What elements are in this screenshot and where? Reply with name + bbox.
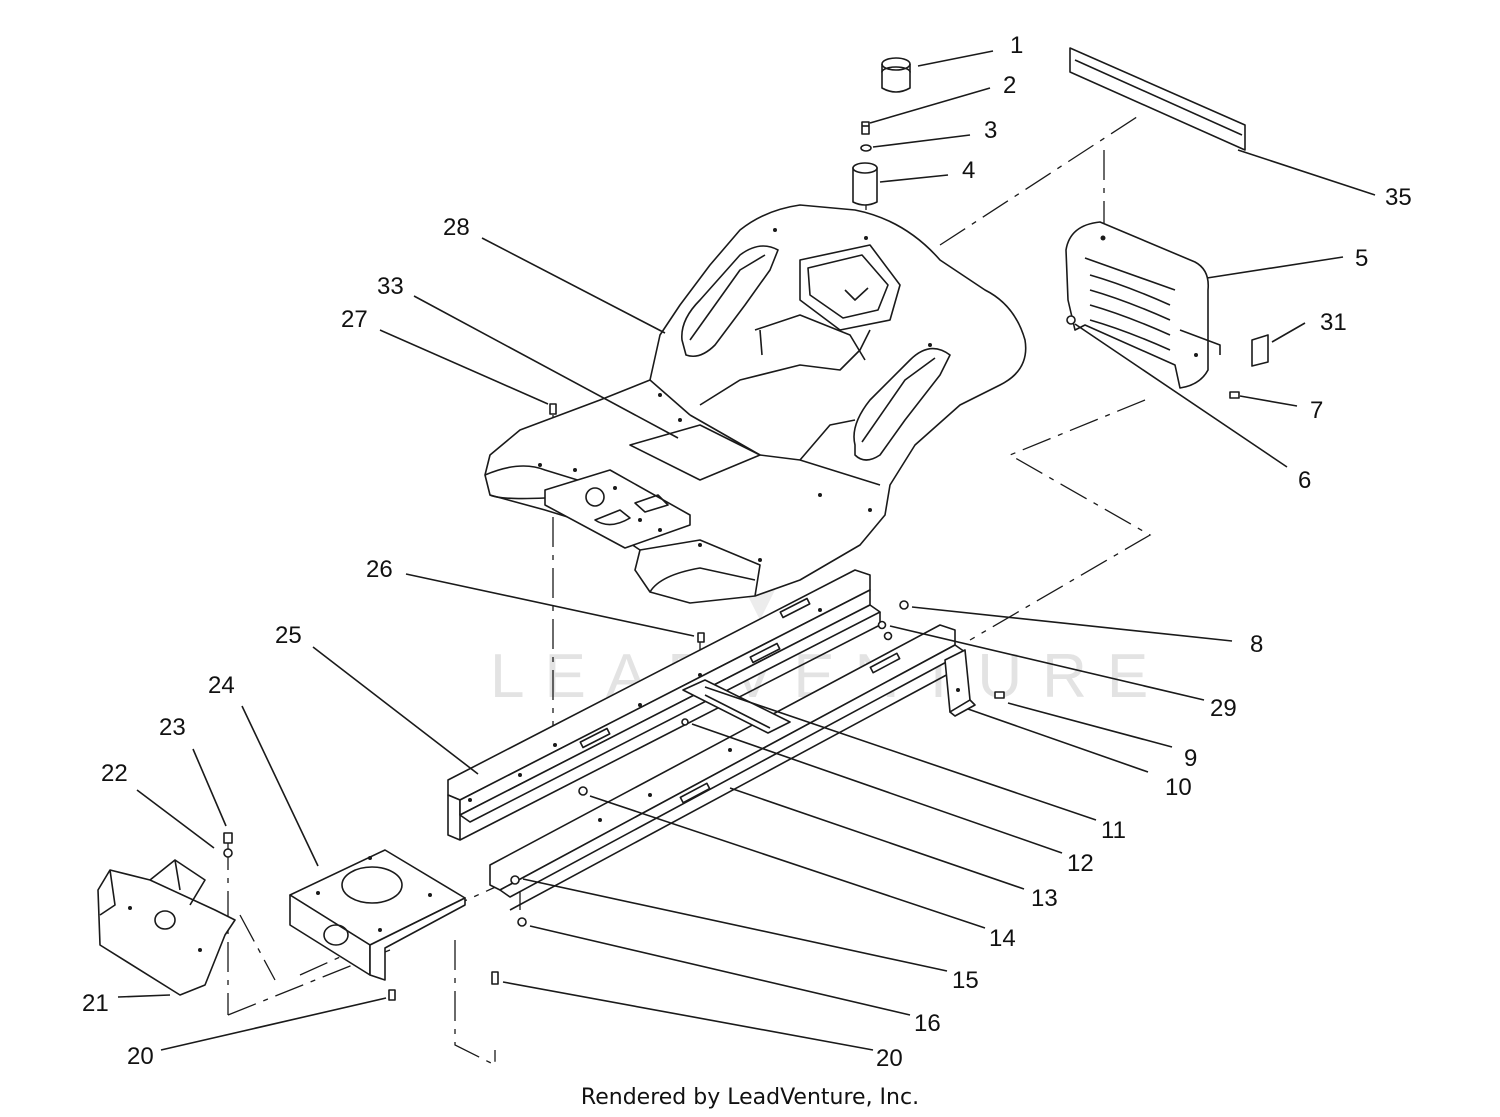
part-35-strip	[1069, 47, 1246, 151]
part-14-nut	[578, 786, 588, 796]
part-4-sleeve	[852, 162, 878, 206]
part-15-nut	[510, 875, 520, 885]
part-29-nut	[877, 620, 887, 630]
callout-16: 16	[914, 1010, 941, 1037]
centerlines	[227, 114, 1152, 1067]
callout-12: 12	[1067, 850, 1094, 877]
callout-8: 8	[1250, 631, 1263, 658]
callout-1: 1	[1010, 32, 1023, 59]
callout-5: 5	[1355, 245, 1368, 272]
part-3-washer	[860, 144, 872, 152]
part-8-nut	[899, 600, 909, 610]
part-24-front-mount	[289, 849, 466, 981]
part-5-rear-shield	[1065, 221, 1221, 389]
callout-20-right: 20	[876, 1045, 903, 1072]
callout-11: 11	[1101, 817, 1126, 844]
callout-3: 3	[984, 117, 997, 144]
callout-2: 2	[1003, 72, 1016, 99]
callout-7: 7	[1310, 397, 1323, 424]
callout-28: 28	[443, 214, 470, 241]
part-23-bolt	[223, 832, 233, 844]
callout-20-left: 20	[127, 1043, 154, 1070]
part-21-bumper-bracket	[97, 859, 236, 996]
callout-27: 27	[341, 306, 368, 333]
part-27-bolt	[549, 403, 557, 415]
part-2-screw	[861, 121, 870, 135]
part-12-bolt	[681, 718, 689, 726]
callout-labels: 1 2 3 4 35 5 31 7 6 28 33 27 26 8 25 29 …	[82, 32, 1412, 1072]
callout-35: 35	[1385, 184, 1412, 211]
callout-14: 14	[989, 925, 1016, 952]
footer-credit: Rendered by LeadVenture, Inc.	[581, 1085, 919, 1110]
part-25-frame-rail	[447, 569, 881, 841]
callout-21: 21	[82, 990, 109, 1017]
callout-9: 9	[1184, 745, 1197, 772]
callout-26: 26	[366, 556, 393, 583]
callout-25: 25	[275, 622, 302, 649]
leader-lines	[117, 50, 1376, 1051]
part-10-bracket	[944, 649, 976, 717]
part-16-nut	[517, 917, 527, 927]
part-1-knob	[881, 57, 911, 93]
part-28-fender	[484, 204, 1027, 604]
part-20-bolt-right	[491, 971, 499, 985]
part-9-bolt	[994, 691, 1005, 699]
callout-6: 6	[1298, 467, 1311, 494]
callout-24: 24	[208, 672, 235, 699]
callout-31: 31	[1320, 309, 1347, 336]
callout-33: 33	[377, 273, 404, 300]
part-29-nut-2	[883, 631, 893, 641]
callout-29: 29	[1210, 695, 1237, 722]
callout-13: 13	[1031, 885, 1058, 912]
part-31-decal	[1251, 334, 1269, 367]
callout-23: 23	[159, 714, 186, 741]
part-7-bolt	[1229, 391, 1240, 399]
callout-22: 22	[101, 760, 128, 787]
part-22-washer	[223, 848, 233, 858]
part-20-bolt-left	[388, 989, 396, 1001]
callout-10: 10	[1165, 774, 1192, 801]
callout-15: 15	[952, 967, 979, 994]
part-11-cross-member	[682, 679, 791, 734]
part-6-bolt	[1066, 315, 1076, 325]
part-26-bolt	[697, 632, 705, 643]
callout-4: 4	[962, 157, 975, 184]
